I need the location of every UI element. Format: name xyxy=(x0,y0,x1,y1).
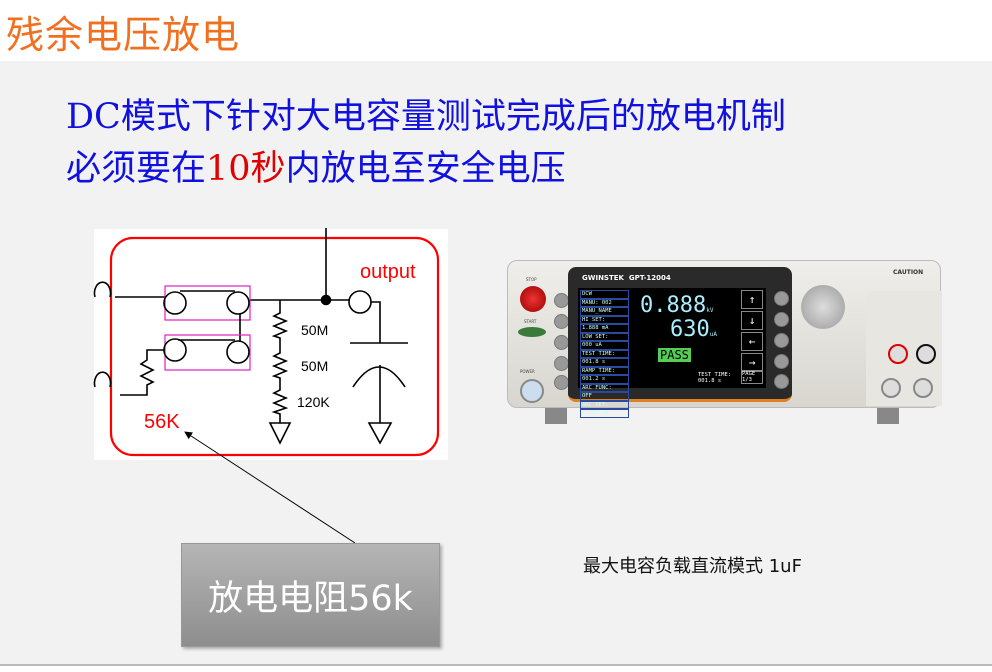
circuit-schematic: output 50M 50M 120K 56K xyxy=(93,228,440,457)
setting-line: 001.8 s xyxy=(580,358,629,367)
foot xyxy=(877,406,899,424)
setting-line: ARC FUNC: xyxy=(580,383,629,392)
setting-line: MANU_NAME xyxy=(580,307,629,316)
stop-button xyxy=(520,286,546,312)
heading-pre: 必须要在 xyxy=(66,149,207,189)
setting-line: LOW SET: xyxy=(580,332,629,341)
caution-label: CAUTION xyxy=(893,269,924,276)
setting-line: RAMP TIME: xyxy=(580,366,629,375)
circuit-border xyxy=(109,236,440,457)
setting-line: ARC SET: xyxy=(580,400,629,409)
heading-line-1: DC模式下针对大电容量测试完成后的放电机制 xyxy=(66,97,786,137)
resistor-56k-label: 56K xyxy=(144,411,180,433)
resistor-chain xyxy=(271,300,289,423)
discharge-resistor-callout: 放电电阻56k xyxy=(181,543,440,647)
power-label: POWER xyxy=(520,369,535,374)
arrow-left-icon: ← xyxy=(741,332,763,351)
foot xyxy=(545,406,567,424)
setting-line: HI SET: xyxy=(580,315,629,324)
capacitor-curved-plate xyxy=(352,366,406,388)
circuit-diagram xyxy=(94,229,448,460)
caption: 最大电容负载直流模式 1uF xyxy=(583,556,802,577)
setting-line: 1.000 mA xyxy=(580,409,629,418)
result-badge: PASS xyxy=(658,348,691,362)
start-button xyxy=(518,327,546,337)
heading-post: 内放电至安全电压 xyxy=(285,149,566,189)
resistor-56k xyxy=(120,349,164,396)
resistor-label-3: 120K xyxy=(297,394,330,410)
stop-label: STOP xyxy=(526,277,537,282)
heading-highlight: 10秒 xyxy=(206,149,286,189)
test-time: TEST TIME:001.8 s xyxy=(698,372,732,384)
output-label: output xyxy=(360,261,416,283)
setting-line: 1.888 mA xyxy=(580,324,629,333)
heading-line-2: 必须要在10秒内放电至安全电压 xyxy=(66,140,566,191)
ground-2 xyxy=(367,422,393,445)
junction-dot xyxy=(320,294,332,306)
ground-1 xyxy=(268,422,292,445)
brand-logo: GWINSTEK GPT-12004 xyxy=(582,274,671,282)
setting-line: MANU: 002 xyxy=(580,298,629,307)
setting-line: DCW xyxy=(580,290,629,299)
arrow-down-icon: ↓ xyxy=(741,311,763,330)
switch-box-1 xyxy=(164,285,251,321)
resistor-label-2: 50M xyxy=(301,358,328,374)
resistor-label-1: 50M xyxy=(301,322,328,338)
current-readout: 630uA xyxy=(670,317,717,342)
voltage-readout: 0.888kV xyxy=(640,293,714,318)
start-label: START xyxy=(524,319,537,324)
slide-title: 残余电压放电 xyxy=(6,13,241,57)
setting-line: TEST TIME: xyxy=(580,349,629,358)
setting-line: 001.2 s xyxy=(580,375,629,384)
arrow-right-icon: → xyxy=(741,353,763,372)
rotary-knob xyxy=(801,285,845,329)
power-button xyxy=(520,379,544,403)
arrow-up-icon: ↑ xyxy=(741,290,763,309)
setting-line: 000 uA xyxy=(580,341,629,350)
setting-line: OFF xyxy=(580,392,629,401)
arrow-softkeys: ↑ ↓ ← → xyxy=(741,290,763,374)
